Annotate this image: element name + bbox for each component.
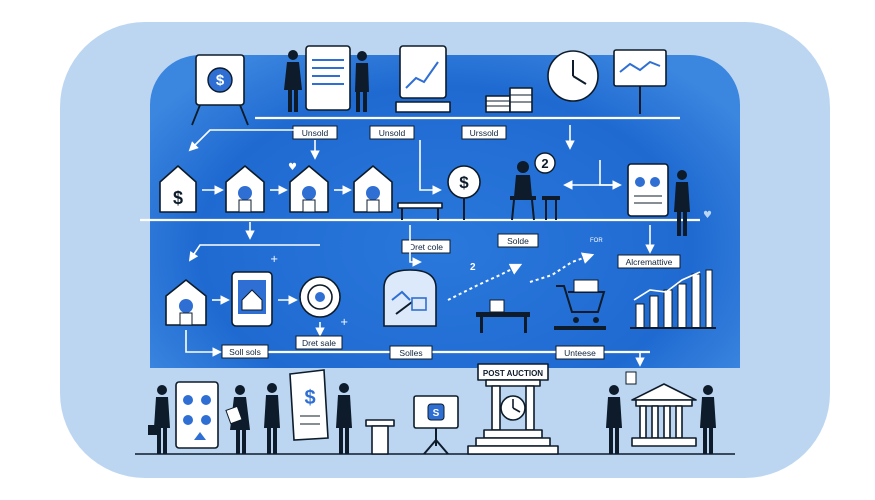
label-unteese-text: Unteese [564, 348, 596, 358]
svg-text:$: $ [216, 72, 225, 89]
label-unsold-2 [369, 125, 415, 140]
label-solde [497, 233, 539, 248]
svg-text:$: $ [304, 387, 315, 409]
svg-text:$: $ [173, 188, 183, 208]
svg-text:+: + [270, 254, 278, 265]
label-unsold-3 [461, 125, 507, 140]
dollar-coin-icon: $ [447, 165, 481, 220]
step-number: 2 [470, 262, 476, 273]
label-dret-sale [295, 335, 343, 350]
label-alternative-text: Alcremattive [626, 257, 673, 267]
label-soll-sols-text: Soll sols [229, 347, 261, 357]
table-icon [397, 202, 443, 220]
label-unsold-1-text: Unsold [302, 128, 329, 138]
tag-text: FOR [590, 238, 603, 244]
tablet-house-icon [231, 271, 273, 327]
bank-building-icon [606, 371, 716, 454]
house-icon [225, 165, 265, 213]
label-unsold-1 [292, 125, 338, 140]
whiteboard-trend-icon [395, 45, 451, 113]
paper-stack-icon [485, 87, 533, 113]
post-auction-sign: POST AUCTION [483, 369, 543, 378]
desk-icon [476, 299, 530, 333]
svg-text:+: + [340, 317, 348, 328]
clipboard-presenter-icon [627, 163, 690, 236]
label-solles-text: Solles [399, 348, 422, 358]
presenter-chart-icon [284, 45, 369, 112]
svg-text:♥: ♥ [288, 162, 297, 173]
seated-person-icon: 2 [510, 152, 560, 221]
label-unsold-3-text: Urssold [470, 128, 499, 138]
house-dollar-icon: $ [159, 165, 197, 213]
podium-icon [365, 419, 395, 455]
house-icon [289, 165, 329, 213]
monitor-dollar-icon: S [413, 395, 459, 455]
billboard-chart-icon [613, 49, 667, 114]
label-solles [389, 345, 433, 360]
speech-bubble-number: 2 [541, 156, 548, 171]
svg-text:♥: ♥ [703, 210, 712, 221]
label-unteese [555, 345, 605, 360]
label-dret-sale-text: Dret sale [302, 338, 336, 348]
shopping-cart-icon [554, 279, 606, 330]
map-card-icon [383, 269, 437, 327]
house-icon [353, 165, 393, 213]
target-icon [299, 276, 341, 318]
label-soll-sols [221, 344, 269, 359]
easel-dollar-icon: $ [191, 54, 249, 126]
people-presenting-icon: $ [148, 369, 352, 454]
svg-text:$: $ [459, 173, 469, 192]
auction-clock-building-icon: POST AUCTION [467, 363, 559, 455]
label-unsold-2-text: Unsold [379, 128, 406, 138]
house-icon [165, 279, 207, 326]
svg-text:S: S [433, 408, 440, 419]
label-dret-cole [401, 239, 451, 254]
bar-chart-icon [630, 269, 716, 329]
label-alternative [617, 254, 681, 269]
label-dret-cole-text: Dret cole [409, 242, 443, 252]
label-solde-text: Solde [507, 236, 529, 246]
clock-icon [547, 50, 599, 102]
